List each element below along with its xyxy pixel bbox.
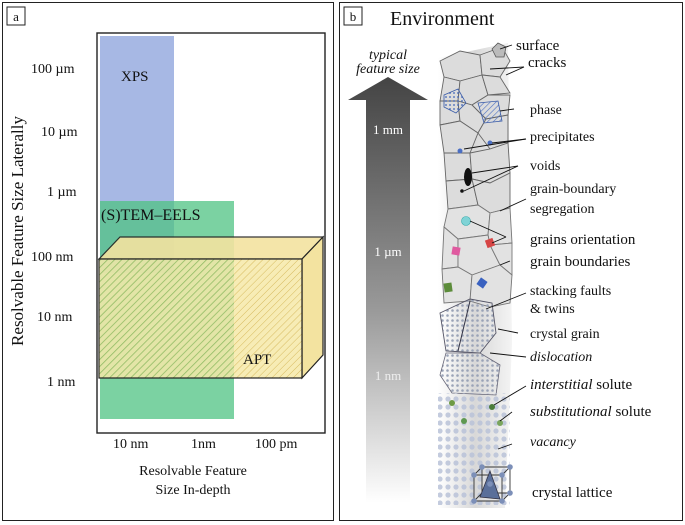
apt-hatch-yellow	[234, 259, 302, 378]
phase-region-dotted	[443, 88, 467, 114]
x-tick-100pm: 100 pm	[255, 437, 298, 452]
y-tick-10nm: 10 nm	[37, 310, 73, 325]
phase-region-striped	[477, 100, 503, 124]
panel-b-tag-box	[343, 6, 363, 26]
precipitate	[457, 148, 463, 154]
panel-a: a Resolvable Feature Size Laterally XPS …	[2, 2, 334, 521]
label-crystal-grain: crystal grain	[530, 327, 600, 342]
twin-boundary	[457, 300, 471, 352]
apt-box-side	[301, 235, 324, 380]
stacking-fault-grain	[439, 298, 497, 354]
orientation-cube-pink	[451, 246, 461, 256]
stem-eels-label: (S)TEM–EELS	[101, 207, 201, 224]
label-twins: & twins	[530, 302, 575, 317]
label-grains-orientation: grains orientation	[530, 232, 636, 248]
interstitial-atom	[449, 400, 455, 406]
label-segregation: segregation	[530, 202, 595, 217]
label-vacancy: vacancy	[530, 435, 577, 450]
arrow-label-line1: typical	[369, 48, 407, 63]
y-tick-10um: 10 µm	[41, 125, 78, 140]
xps-label: XPS	[121, 69, 149, 85]
unit-cell-atoms	[471, 464, 513, 504]
mid-grains	[441, 204, 513, 308]
panel-b-title: Environment	[390, 8, 495, 30]
surface-crystal	[491, 42, 507, 58]
label-interstitial-italic: interstitial	[530, 377, 593, 393]
label-dislocation: dislocation	[530, 350, 592, 365]
label-substitutional-italic: substitutional	[530, 404, 612, 420]
dislocation-grain	[439, 352, 501, 396]
panel-b-figure: b Environment typical feature size 1 mm …	[343, 6, 652, 508]
label-crystal-lattice: crystal lattice	[532, 485, 613, 501]
panel-b-tag: b	[350, 9, 357, 24]
orientation-cube-blue	[476, 277, 488, 289]
apt-label: APT	[243, 352, 271, 368]
scale-label-1um: 1 µm	[374, 244, 401, 259]
void-small	[460, 189, 464, 193]
panel-a-tag: a	[13, 9, 19, 24]
orientation-cube-red	[484, 237, 496, 249]
label-substitutional-solute: substitutional solute	[530, 404, 652, 420]
apt-box-top	[97, 236, 325, 260]
label-phase: phase	[530, 103, 562, 118]
y-tick-100um: 100 µm	[31, 62, 75, 77]
label-voids: voids	[530, 159, 560, 174]
plot-frame	[96, 32, 326, 434]
apt-hatch-green	[99, 259, 234, 378]
scale-label-1nm: 1 nm	[375, 368, 401, 383]
orientation-cube-green	[443, 282, 453, 293]
label-surface: surface	[516, 38, 560, 54]
feature-size-arrow	[348, 77, 428, 503]
y-tick-1nm: 1 nm	[47, 375, 76, 390]
label-interstitial-solute: interstitial solute	[530, 377, 632, 393]
x-tick-10nm: 10 nm	[113, 437, 149, 452]
label-grain-boundary: grain-boundary	[530, 182, 616, 197]
scale-label-1mm: 1 mm	[373, 122, 403, 137]
panel-a-figure: a Resolvable Feature Size Laterally XPS …	[6, 6, 326, 498]
y-tick-100nm: 100 nm	[31, 250, 74, 265]
segregation-spot	[461, 216, 471, 226]
label-grain-boundaries: grain boundaries	[530, 254, 631, 270]
arrow-label-line2: feature size	[356, 62, 420, 77]
apt-box-front	[98, 258, 303, 379]
label-interstitial-plain: solute	[593, 377, 633, 393]
x-axis-label-line2: Size In-depth	[155, 483, 230, 498]
panel-a-tag-box	[6, 6, 26, 26]
substitutional-atom	[497, 420, 503, 426]
label-precipitates: precipitates	[530, 130, 595, 145]
surface-grains	[439, 46, 511, 214]
y-tick-1um: 1 µm	[47, 185, 77, 200]
void-large	[464, 168, 472, 186]
label-cracks: cracks	[528, 55, 566, 71]
label-stacking-faults: stacking faults	[530, 284, 611, 299]
x-tick-1nm: 1nm	[191, 437, 216, 452]
x-axis-label-line1: Resolvable Feature	[139, 464, 247, 479]
interstitial-atom	[489, 404, 495, 410]
substitutional-atom	[461, 418, 467, 424]
panel-b: b Environment typical feature size 1 mm …	[339, 2, 683, 521]
y-axis-label: Resolvable Feature Size Laterally	[8, 116, 27, 346]
label-substitutional-plain: solute	[612, 404, 652, 420]
leader-lines	[463, 44, 527, 450]
